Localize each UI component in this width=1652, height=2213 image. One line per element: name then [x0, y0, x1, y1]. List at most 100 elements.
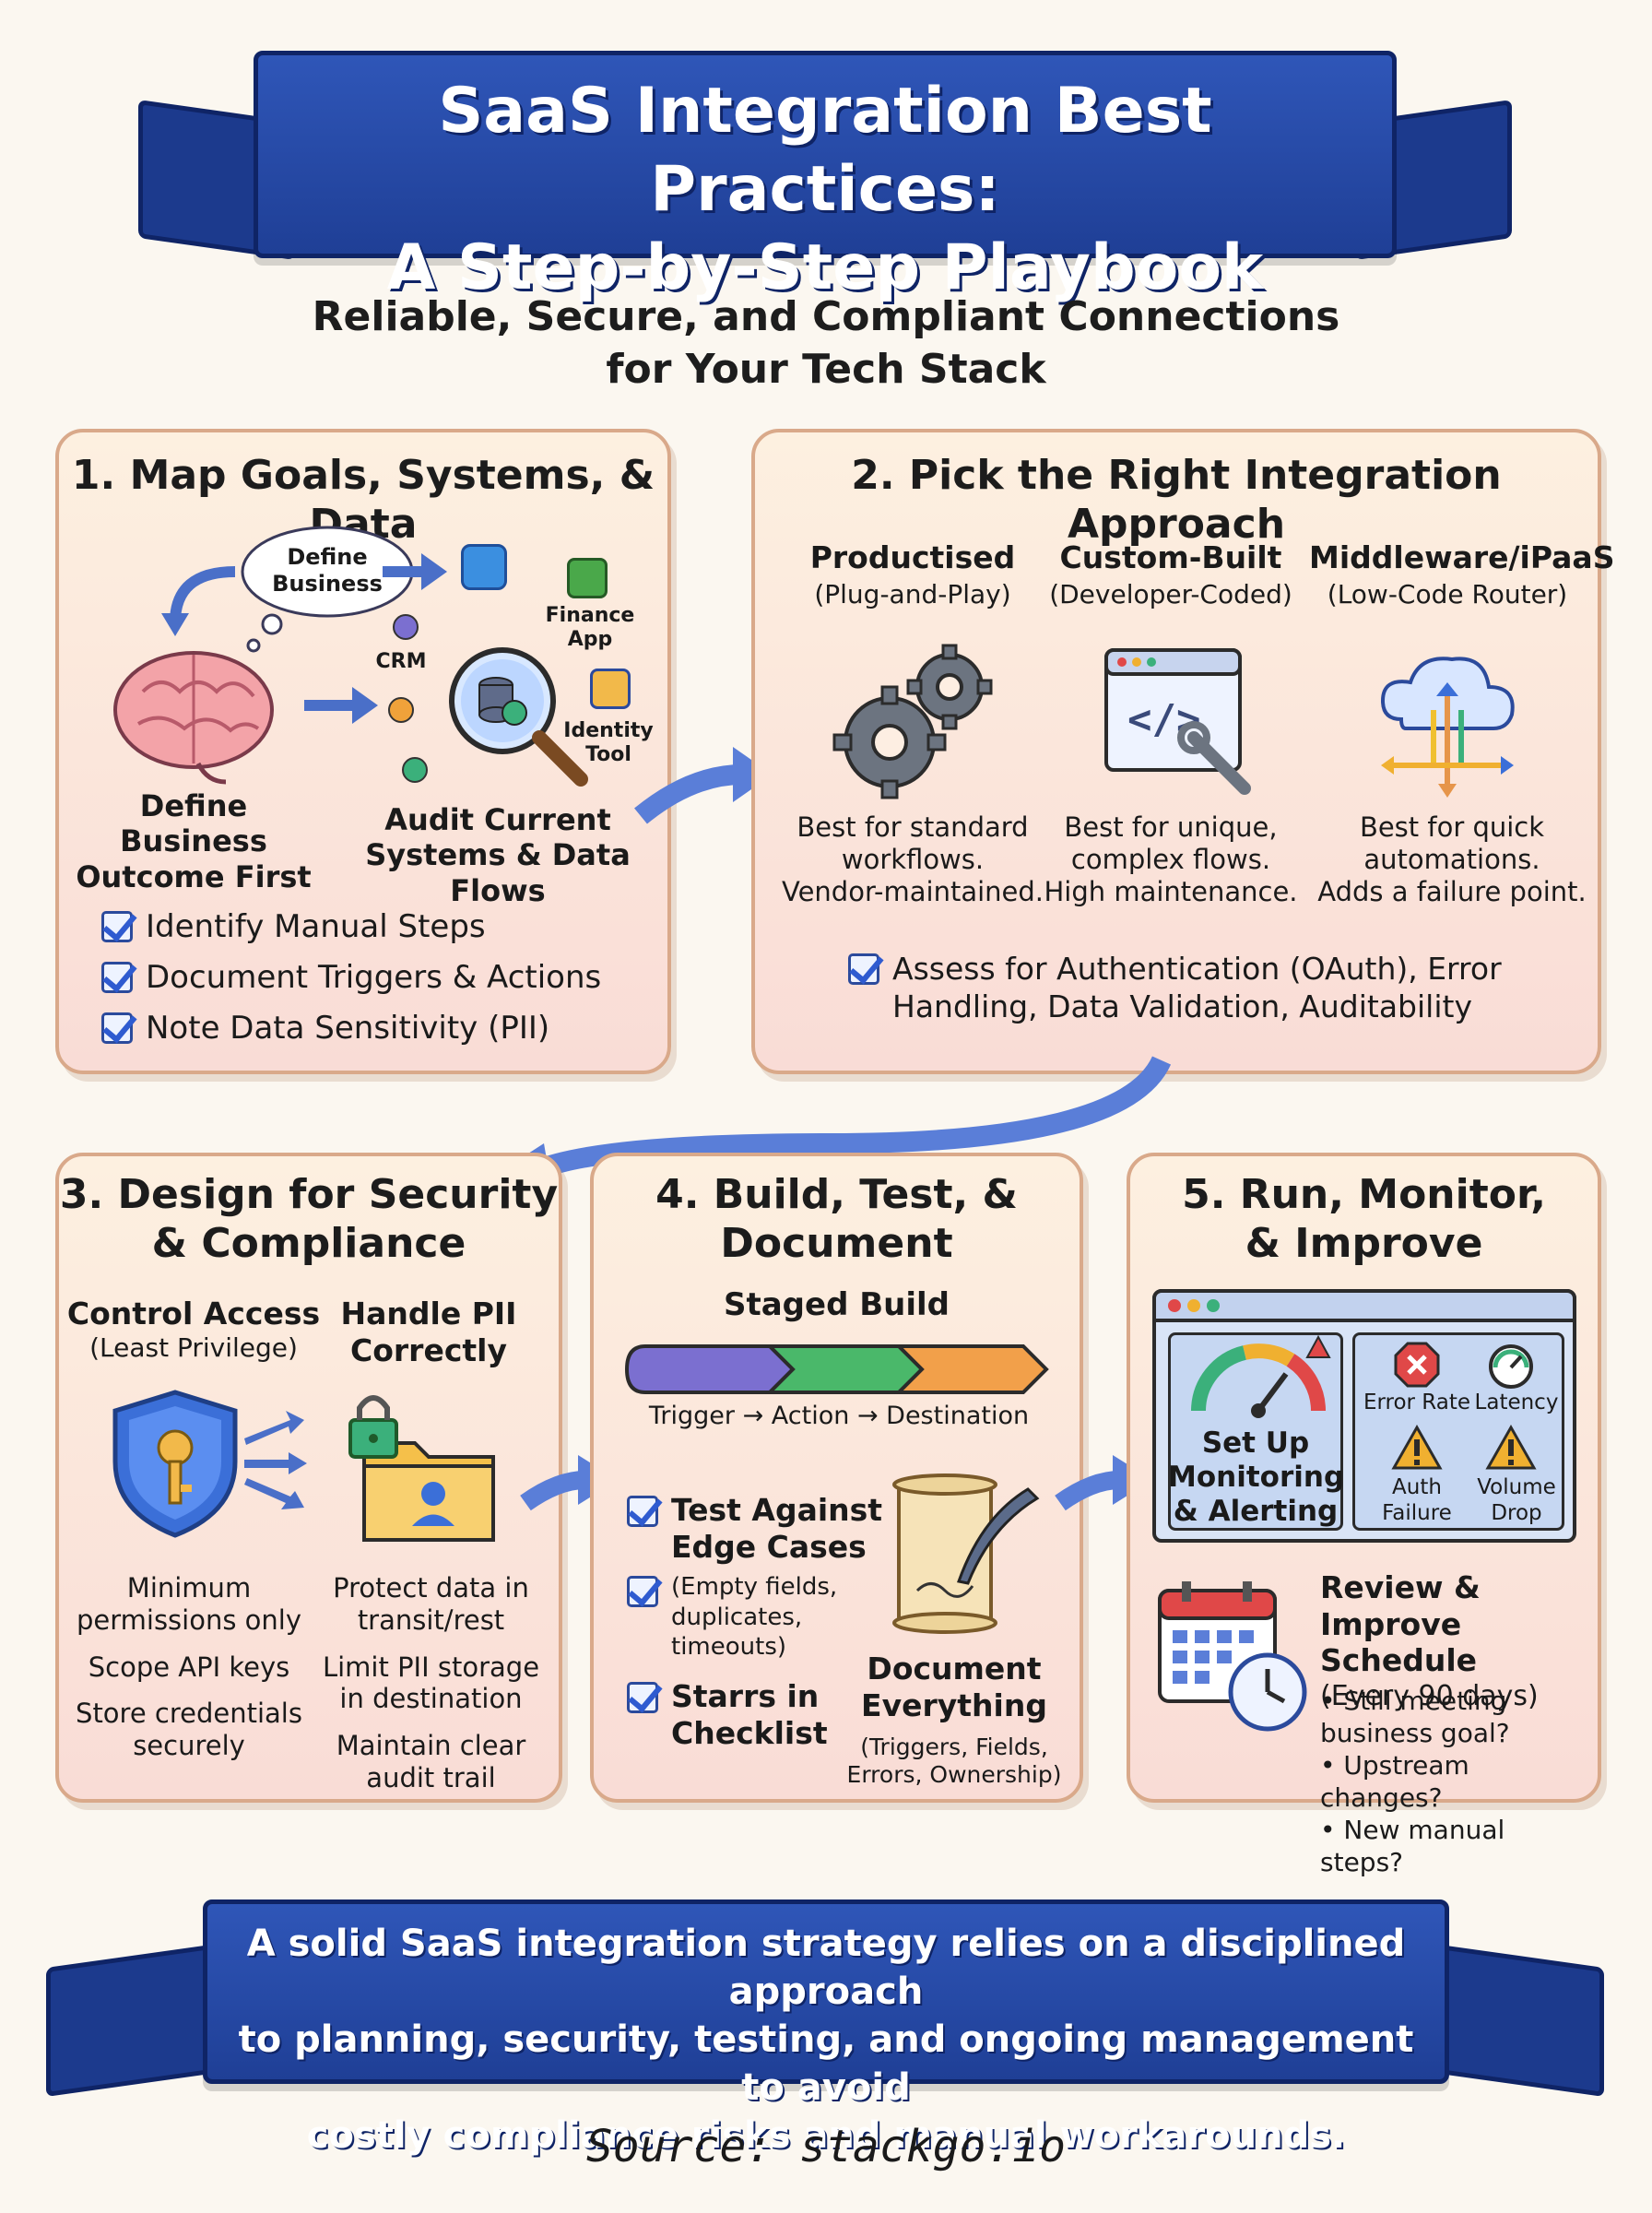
- step4-title-2: Document: [720, 1219, 953, 1267]
- footer-line-2: to planning, security, testing, and ongo…: [238, 2018, 1414, 2109]
- step4-title-1: 4. Build, Test, &: [655, 1171, 1018, 1218]
- step3-title-2: & Compliance: [151, 1219, 466, 1267]
- option-2-sub: (Developer-Coded): [1049, 579, 1292, 609]
- doc-line-2: Everything: [861, 1686, 1047, 1723]
- doc-detail: (Triggers, Fields, Errors, Ownership): [846, 1734, 1062, 1788]
- monitoring-label: Set Up Monitoring & Alerting: [1168, 1426, 1345, 1529]
- staged-build-bar: [624, 1344, 1049, 1394]
- finance-app-icon: [567, 558, 608, 598]
- bubble-text: Define Business: [272, 544, 383, 597]
- network-nodes-icon: [388, 614, 428, 783]
- check-label: Note Data Sensitivity (PII): [146, 1010, 550, 1047]
- review-line-3: (Every 90 days): [1320, 1679, 1539, 1712]
- page-title: SaaS Integration Best Practices: A Step-…: [254, 72, 1397, 307]
- checkbox-icon: [848, 953, 879, 985]
- gears-icon: [832, 644, 993, 799]
- review-line-1: Review & Improve: [1320, 1569, 1481, 1642]
- staged-build-label: Staged Build: [723, 1286, 950, 1323]
- assess-line-1: Assess for Authentication (OAuth), Error: [892, 951, 1502, 987]
- step1-check-2: Document Triggers & Actions: [101, 959, 601, 996]
- option-1-name: Productised: [809, 539, 1016, 575]
- subtitle: Reliable, Secure, and Compliant Connecti…: [277, 290, 1375, 396]
- col1-sub: (Least Privilege): [89, 1331, 298, 1363]
- cloud-router-icon: [1380, 657, 1515, 798]
- option-desc-line: Adds a failure point.: [1317, 875, 1587, 907]
- check-label: Identify Manual Steps: [146, 908, 486, 945]
- footer-summary: A solid SaaS integration strategy relies…: [212, 1920, 1440, 2160]
- col1-item: Store credentials securely: [76, 1698, 302, 1762]
- test-check: Test Against Edge Cases: [627, 1492, 882, 1565]
- col1-item: Scope API keys: [88, 1651, 290, 1683]
- test-detail-check: (Empty fields, duplicates, timeouts): [627, 1572, 846, 1663]
- stars-check: Starrs in Checklist: [627, 1678, 828, 1751]
- option-2-name: Custom-Built: [1059, 539, 1282, 575]
- col2-sub: Correctly: [350, 1331, 507, 1368]
- option-1-sub: (Plug-and-Play): [814, 579, 1011, 609]
- test-line-1: Test Against: [671, 1492, 883, 1528]
- col1-items: Minimum permissions only Scope API keys …: [65, 1572, 313, 1762]
- col2-items: Protect data in transit/rest Limit PII s…: [309, 1572, 553, 1794]
- test-detail: (Empty fields, duplicates, timeouts): [671, 1573, 838, 1661]
- curved-arrow-icon: [161, 566, 236, 636]
- option-1-desc: Best for standard workflows. Vendor-main…: [774, 811, 1051, 907]
- dashboard-titlebar: [1152, 1289, 1576, 1322]
- option-3-sub: (Low-Code Router): [1327, 579, 1568, 609]
- title-line-1: SaaS Integration Best Practices:: [438, 75, 1212, 226]
- subtitle-line-1: Reliable, Secure, and Compliant Connecti…: [312, 293, 1340, 340]
- step1-check-3: Note Data Sensitivity (PII): [101, 1010, 549, 1047]
- gauge-panel: [1168, 1332, 1343, 1531]
- step5-title: 5. Run, Monitor, & Improve: [1127, 1171, 1601, 1269]
- shield-key-icon: [112, 1390, 307, 1538]
- col1-head: Control Access: [66, 1296, 321, 1331]
- crm-label: CRM: [375, 650, 427, 673]
- brain-icon: [113, 651, 274, 785]
- step5-title-2: & Improve: [1245, 1219, 1483, 1267]
- option-2-desc: Best for unique, complex flows. High mai…: [1032, 811, 1309, 907]
- step3-title-1: 3. Design for Security: [59, 1171, 559, 1218]
- review-bullets: • Still meeting business goal? • Upstrea…: [1320, 1685, 1587, 1878]
- magnifier-database-icon: [449, 647, 588, 787]
- error-icon: [1394, 1342, 1440, 1388]
- calendar-clock-icon: [1158, 1581, 1307, 1732]
- finance-label: Finance App: [545, 604, 635, 652]
- checkbox-icon: [101, 962, 133, 993]
- stars-line-1: Starrs in: [671, 1678, 820, 1714]
- option-desc-line: Vendor-maintained.: [782, 875, 1044, 907]
- checkbox-icon: [627, 1496, 658, 1527]
- doc-line-1: Document: [867, 1651, 1042, 1686]
- review-line-2: Schedule: [1320, 1642, 1478, 1679]
- col2-head: Handle PII: [340, 1296, 517, 1331]
- staged-flow-label: Trigger → Action → Destination: [648, 1402, 1030, 1430]
- footer-line-1: A solid SaaS integration strategy relies…: [246, 1923, 1406, 2013]
- step2-assess: Assess for Authentication (OAuth), Error…: [848, 950, 1502, 1026]
- review-bullet: • New manual steps?: [1320, 1815, 1505, 1877]
- col2-item: Maintain clear audit trail: [336, 1730, 526, 1793]
- scroll-quill-icon: [892, 1473, 1040, 1634]
- gauge-icon: [1191, 1334, 1331, 1418]
- option-desc-line: Best for standard: [796, 811, 1029, 843]
- footer-line-3: costly compliance risks and manual worka…: [306, 2114, 1346, 2157]
- arrow-right-icon: [383, 553, 447, 590]
- latency-gauge-icon: [1489, 1344, 1533, 1389]
- latency-label: Latency: [1474, 1391, 1559, 1414]
- review-bullet: • Upstream changes?: [1320, 1750, 1469, 1813]
- define-outcome-text: Define Business Outcome First: [76, 788, 312, 894]
- check-label: Document Triggers & Actions: [146, 959, 602, 996]
- review-bullet: • Still meeting business goal?: [1320, 1686, 1510, 1748]
- test-line-2: Edge Cases: [671, 1528, 867, 1565]
- step2-title: 2. Pick the Right Integration Approach: [851, 452, 1502, 548]
- arrow-right-icon-2: [304, 687, 378, 724]
- step4-title: 4. Build, Test, & Document: [590, 1171, 1083, 1269]
- thought-bubble-icon: [241, 526, 414, 653]
- option-desc-line: High maintenance.: [1044, 875, 1298, 907]
- code-window-icon: </>: [1104, 648, 1251, 795]
- col2-item: Limit PII storage in destination: [322, 1651, 540, 1715]
- step1-check-1: Identify Manual Steps: [101, 908, 486, 945]
- warning-icon-2: [1485, 1424, 1537, 1470]
- option-desc-line: automations.: [1363, 843, 1540, 875]
- audit-systems-text: Audit Current Systems & Data Flows: [365, 802, 631, 908]
- source-credit: Source: stackgo.io: [585, 2121, 1067, 2172]
- subtitle-line-2: for Your Tech Stack: [606, 346, 1046, 394]
- identity-label: Identity Tool: [563, 719, 654, 767]
- option-desc-line: workflows.: [841, 843, 985, 875]
